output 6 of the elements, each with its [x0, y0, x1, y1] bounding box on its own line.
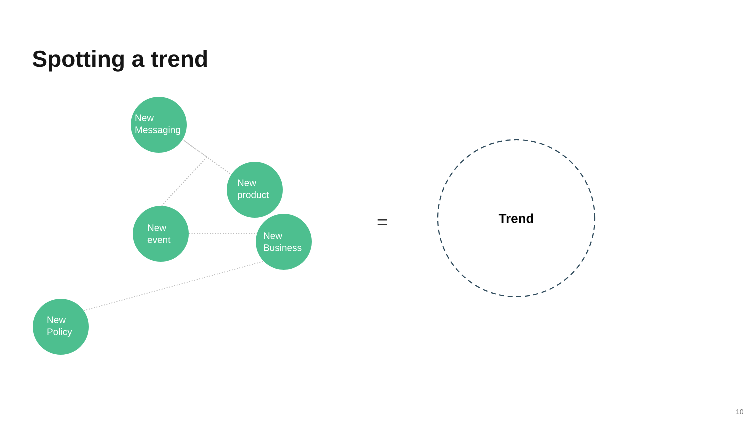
equals-sign: = — [378, 219, 388, 226]
dotted-line — [84, 261, 264, 312]
dotted-line — [188, 233, 258, 234]
dotted-line — [162, 156, 232, 206]
title: Spotting a trend — [32, 50, 207, 72]
dotted-line — [182, 139, 232, 176]
